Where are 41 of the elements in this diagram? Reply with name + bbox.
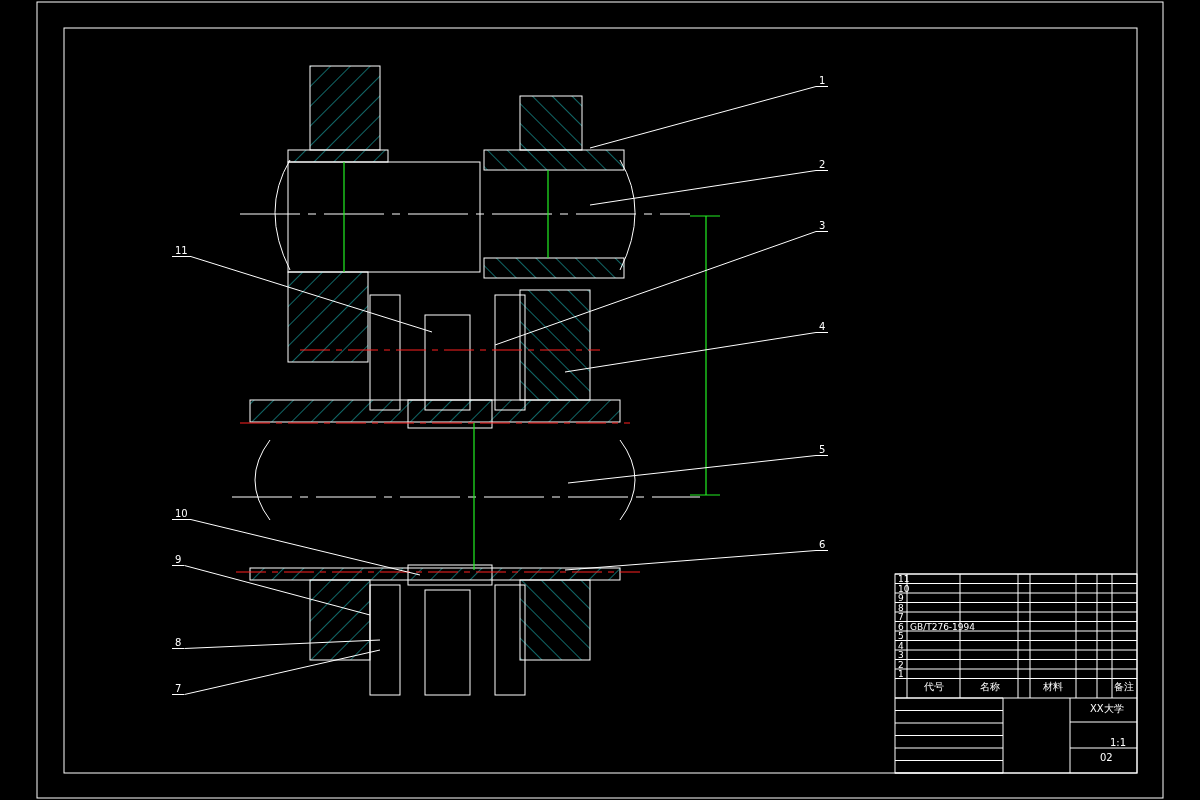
- title-block-text: 02: [1100, 753, 1113, 763]
- table-cell-text: 7: [898, 612, 904, 622]
- table-cell-text: 2: [898, 659, 904, 670]
- callout-number: 1: [816, 76, 829, 87]
- table-cell-text: 5: [898, 631, 904, 641]
- callout-number: 7: [172, 684, 185, 695]
- leader-line: [183, 639, 381, 649]
- leader-line: [564, 550, 817, 571]
- callout-number: 9: [172, 555, 185, 566]
- table-cell-text: 8: [898, 602, 904, 613]
- leader-line: [589, 86, 817, 149]
- callout-number: 11: [172, 246, 191, 257]
- table-header-text: 代号: [924, 682, 944, 692]
- leader-line: [567, 455, 817, 484]
- table-cell-text: 11: [898, 574, 910, 584]
- leader-line: [494, 231, 817, 346]
- table-cell-text: 1: [898, 669, 904, 679]
- callout-number: 3: [816, 221, 829, 232]
- leader-line: [190, 519, 421, 576]
- table-cell-text: 9: [898, 593, 904, 603]
- table-cell-text: 3: [898, 650, 904, 660]
- table-cell-text: 4: [898, 640, 904, 651]
- callout-number: 8: [172, 638, 185, 649]
- table-cell-text: GB/T276-1994: [910, 621, 975, 632]
- table-header-text: 备注: [1114, 682, 1134, 692]
- title-block-text: XX大学: [1090, 704, 1124, 714]
- table-cell-text: 10: [898, 583, 910, 594]
- leader-line: [183, 565, 371, 616]
- leader-line: [589, 170, 817, 206]
- callout-number: 4: [816, 322, 829, 333]
- leader-line: [183, 649, 381, 695]
- table-header-text: 材料: [1043, 682, 1063, 692]
- callout-number: 6: [816, 540, 829, 551]
- table-cell-text: 1:1: [1110, 738, 1127, 748]
- table-cell-text: 6: [898, 621, 904, 632]
- leader-line: [564, 332, 817, 373]
- callout-number: 5: [816, 445, 829, 456]
- leader-line: [190, 256, 433, 333]
- callout-number: 2: [816, 160, 829, 171]
- callout-number: 10: [172, 509, 191, 520]
- table-header-text: 名称: [980, 682, 1000, 692]
